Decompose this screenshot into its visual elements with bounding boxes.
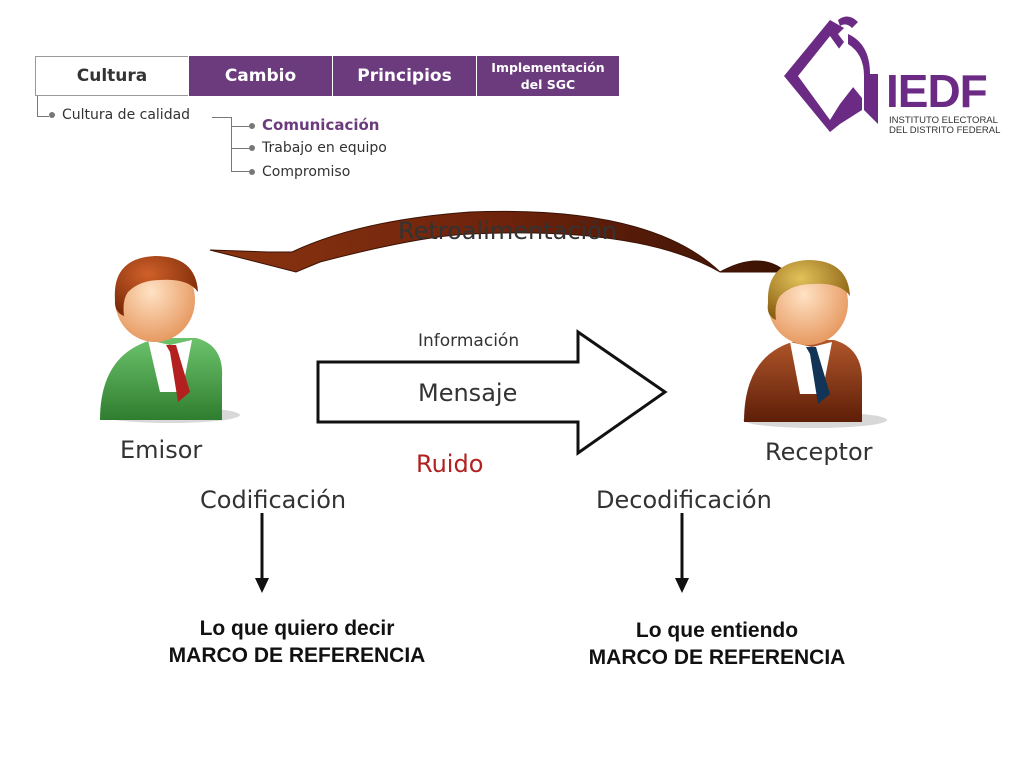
receiver-frame-caption: Lo que entiendo MARCO DE REFERENCIA bbox=[562, 617, 872, 671]
tree-connector bbox=[231, 117, 249, 172]
logo-subtitle-line2: DEL DISTRITO FEDERAL bbox=[889, 125, 1001, 136]
bullet-icon bbox=[49, 112, 55, 118]
decoding-arrowhead bbox=[675, 578, 689, 593]
message-label: Mensaje bbox=[418, 379, 518, 407]
subnav-label: Comunicación bbox=[262, 116, 380, 134]
bullet-icon bbox=[249, 169, 255, 175]
subnav-comunicacion[interactable]: Comunicación bbox=[249, 116, 379, 134]
sender-label: Emisor bbox=[120, 436, 203, 464]
tab-principios[interactable]: Principios bbox=[333, 56, 476, 96]
tab-cambio[interactable]: Cambio bbox=[189, 56, 332, 96]
decoding-label: Decodificación bbox=[596, 486, 772, 514]
section-tabs: Cultura Cambio Principios Implementación… bbox=[35, 56, 620, 96]
tree-connector bbox=[212, 117, 232, 118]
logo-letters: IEDF bbox=[886, 65, 988, 117]
encoding-label: Codificación bbox=[200, 486, 347, 514]
logo-subtitle: INSTITUTO ELECTORAL DEL DISTRITO FEDERAL bbox=[889, 116, 1000, 136]
sender-frame-caption: Lo que quiero decir MARCO DE REFERENCIA bbox=[142, 615, 452, 669]
subnav-compromiso[interactable]: Compromiso bbox=[249, 164, 350, 180]
receiver-person-icon bbox=[743, 260, 887, 428]
receiver-label: Receptor bbox=[765, 438, 873, 466]
feedback-label: Retroalimentación bbox=[398, 217, 618, 245]
sender-caption-line1: Lo que quiero decir bbox=[199, 617, 395, 640]
subnav-label: Compromiso bbox=[262, 164, 351, 180]
message-arrow bbox=[316, 329, 668, 456]
subnav-cultura-de-calidad[interactable]: Cultura de calidad bbox=[49, 107, 190, 123]
feedback-arrow bbox=[209, 210, 788, 273]
tab-implementacion-sgc[interactable]: Implementación del SGC bbox=[477, 56, 619, 96]
receiver-caption-line1: Lo que entiendo bbox=[635, 619, 799, 642]
subnav-label: Cultura de calidad bbox=[62, 107, 191, 123]
subnav-trabajo-en-equipo[interactable]: Trabajo en equipo bbox=[249, 140, 387, 156]
logo-subtitle-line1: INSTITUTO ELECTORAL bbox=[889, 115, 998, 126]
encoding-arrowhead bbox=[255, 578, 269, 593]
sender-person-icon bbox=[100, 256, 240, 423]
iedf-logo bbox=[784, 16, 878, 132]
bullet-icon bbox=[249, 145, 255, 151]
noise-label: Ruido bbox=[416, 450, 484, 478]
receiver-caption-line2: MARCO DE REFERENCIA bbox=[588, 646, 846, 669]
subnav-label: Trabajo en equipo bbox=[262, 140, 387, 156]
information-label: Información bbox=[418, 331, 520, 351]
sender-caption-line2: MARCO DE REFERENCIA bbox=[168, 644, 426, 667]
bullet-icon bbox=[249, 122, 255, 129]
tab-cultura[interactable]: Cultura bbox=[35, 56, 188, 96]
tree-connector bbox=[37, 96, 49, 117]
